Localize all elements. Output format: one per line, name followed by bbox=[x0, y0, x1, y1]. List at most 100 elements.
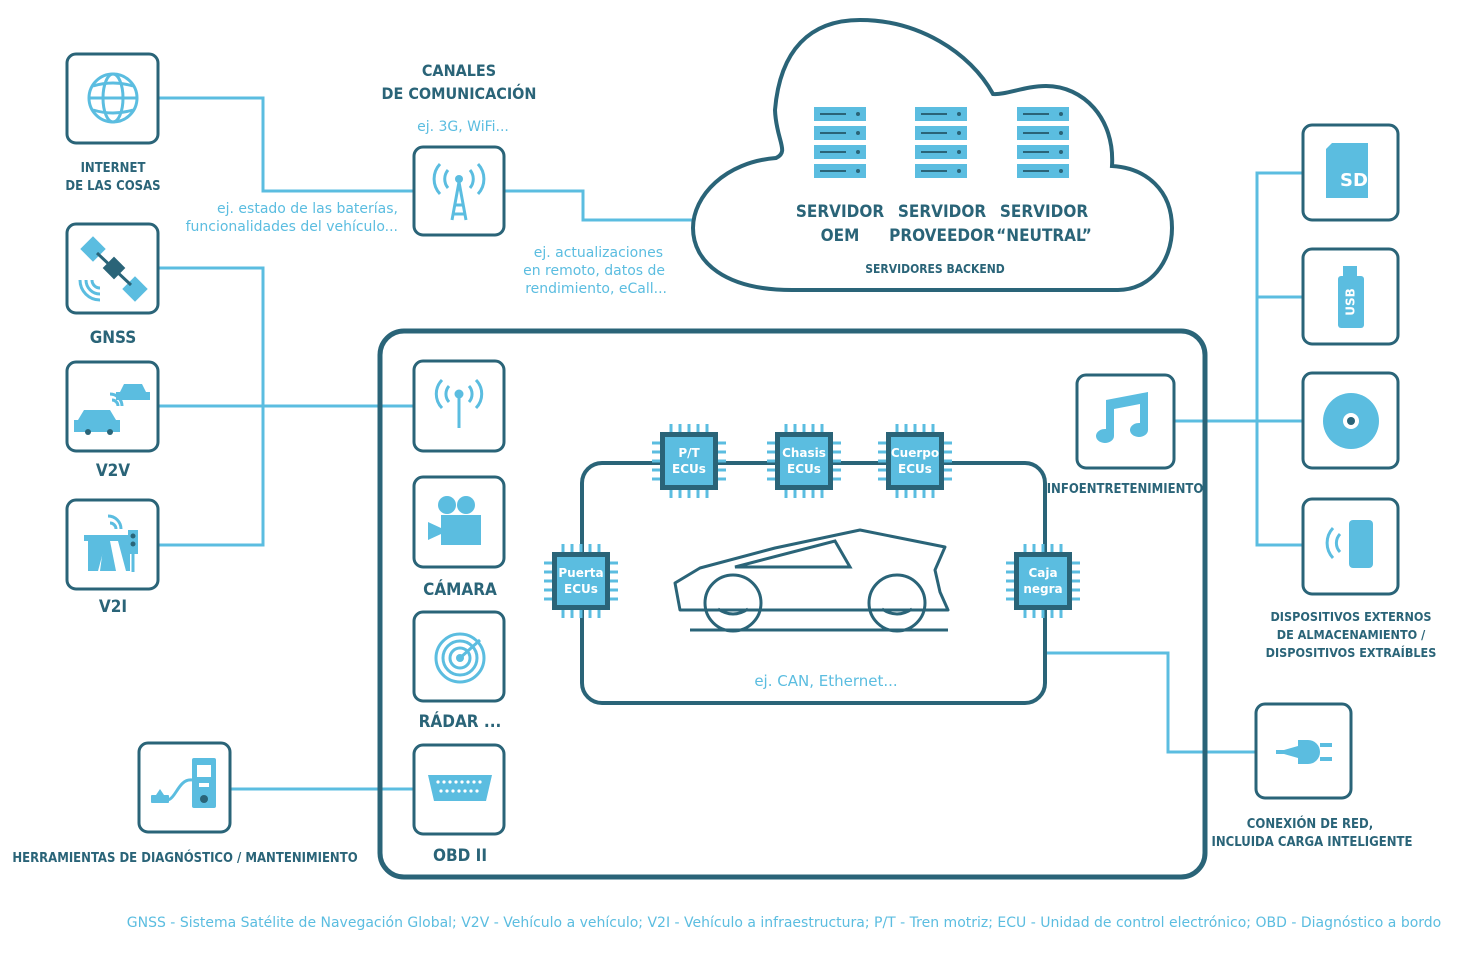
chip-pin bbox=[1071, 570, 1080, 574]
globe-icon bbox=[87, 72, 139, 124]
chip-pin bbox=[943, 450, 952, 454]
chip-label: ECUs bbox=[564, 582, 598, 596]
server-oem-label: OEM bbox=[821, 226, 860, 246]
chip-pin bbox=[597, 544, 601, 553]
chip-pin bbox=[652, 441, 661, 445]
chip-pin bbox=[717, 441, 726, 445]
chip-pin bbox=[1023, 544, 1027, 553]
chip-pin bbox=[802, 424, 806, 433]
chip-pin bbox=[832, 450, 841, 454]
chip-pin bbox=[943, 459, 952, 463]
iot-label: Internet bbox=[81, 161, 146, 176]
chip-pin bbox=[561, 544, 565, 553]
chip-pin bbox=[767, 477, 776, 481]
v2i-box bbox=[65, 498, 160, 591]
chip-pin bbox=[793, 489, 797, 498]
external-devices-label: de almacenamiento / bbox=[1277, 627, 1426, 642]
chip-pin bbox=[1071, 561, 1080, 565]
footnote: GNSS - Sistema Satélite de Navegación Gl… bbox=[127, 915, 1441, 931]
server-icon bbox=[915, 107, 967, 178]
radar-icon bbox=[434, 632, 486, 684]
chip-pin bbox=[767, 450, 776, 454]
chip-pin bbox=[1006, 570, 1015, 574]
chip-pin bbox=[588, 544, 592, 553]
chip-pin bbox=[784, 424, 788, 433]
chip-pin bbox=[895, 489, 899, 498]
vehicle-bus bbox=[580, 461, 1047, 705]
chip-pin bbox=[811, 489, 815, 498]
plug-icon bbox=[1276, 740, 1332, 764]
chip-label: Caja bbox=[1028, 566, 1057, 580]
chip-pin bbox=[561, 609, 565, 618]
chip-pin bbox=[1071, 579, 1080, 583]
chip-pin bbox=[705, 424, 709, 433]
chip-pin bbox=[811, 424, 815, 433]
chip-pin bbox=[832, 468, 841, 472]
chip-pin bbox=[652, 459, 661, 463]
sd-text: SD bbox=[1340, 170, 1368, 191]
diagnostic-box bbox=[137, 741, 232, 834]
chip-pin bbox=[544, 570, 553, 574]
obd-connector-icon bbox=[428, 775, 492, 801]
chip-core bbox=[557, 557, 605, 605]
chip-label: Chasis bbox=[782, 446, 826, 460]
music-note-icon bbox=[1096, 392, 1148, 443]
chip-pin bbox=[652, 477, 661, 481]
sd-card-icon: SD bbox=[1326, 143, 1368, 198]
chip-pin bbox=[609, 588, 618, 592]
channels-box bbox=[412, 145, 506, 237]
chip-pin bbox=[943, 468, 952, 472]
chip-pin bbox=[832, 459, 841, 463]
camera-icon bbox=[428, 496, 481, 545]
chip-pin bbox=[878, 468, 887, 472]
chip-pin bbox=[904, 424, 908, 433]
chip-pin bbox=[895, 424, 899, 433]
server-neutral-label: “NEUTRAL” bbox=[996, 226, 1092, 246]
chip-pin bbox=[820, 489, 824, 498]
chip-pin bbox=[820, 424, 824, 433]
chip-pin bbox=[878, 441, 887, 445]
chip-pin bbox=[878, 459, 887, 463]
iot-example: funcionalidades del vehículo... bbox=[186, 219, 398, 235]
connection-lines bbox=[158, 96, 1303, 791]
chip-pin bbox=[717, 459, 726, 463]
chip-core bbox=[665, 437, 713, 485]
chip-label: ECUs bbox=[672, 462, 706, 476]
chip-pin bbox=[609, 579, 618, 583]
chip-pin bbox=[1059, 544, 1063, 553]
chip-pin bbox=[904, 489, 908, 498]
chip-label: ECUs bbox=[898, 462, 932, 476]
chip-pin bbox=[1023, 609, 1027, 618]
chip-pin bbox=[588, 609, 592, 618]
channels-example: ej. 3G, WiFi... bbox=[417, 119, 509, 135]
chip-label: negra bbox=[1023, 582, 1062, 596]
chip-pin bbox=[922, 489, 926, 498]
usb-stick-icon: USB bbox=[1338, 266, 1364, 328]
chip-pin bbox=[717, 468, 726, 472]
chip-pin bbox=[678, 424, 682, 433]
chip-pin bbox=[943, 477, 952, 481]
server-icon bbox=[1017, 107, 1069, 178]
chip-pin bbox=[767, 468, 776, 472]
chip-pin bbox=[570, 544, 574, 553]
channels-title: DE COMUNICACIÓN bbox=[382, 84, 537, 103]
chip-pin bbox=[609, 561, 618, 565]
chip-pin bbox=[802, 489, 806, 498]
chip-pin bbox=[652, 450, 661, 454]
chip-pin bbox=[784, 489, 788, 498]
infotainment-label: Infoentretenimiento bbox=[1047, 482, 1204, 497]
cars-icon bbox=[74, 384, 150, 435]
radar-label: RÁDAR ... bbox=[419, 710, 502, 732]
v2i-label: V2I bbox=[99, 597, 127, 617]
vehicle-frame bbox=[377, 328, 1208, 880]
chip-pin bbox=[1041, 609, 1045, 618]
chip-pin bbox=[878, 477, 887, 481]
external-devices-label: dispositivos extraíbles bbox=[1266, 645, 1437, 660]
chip-pin bbox=[931, 424, 935, 433]
chip-pin bbox=[1071, 588, 1080, 592]
chip-pin bbox=[767, 441, 776, 445]
chip-pin bbox=[570, 609, 574, 618]
chip-pin bbox=[717, 450, 726, 454]
